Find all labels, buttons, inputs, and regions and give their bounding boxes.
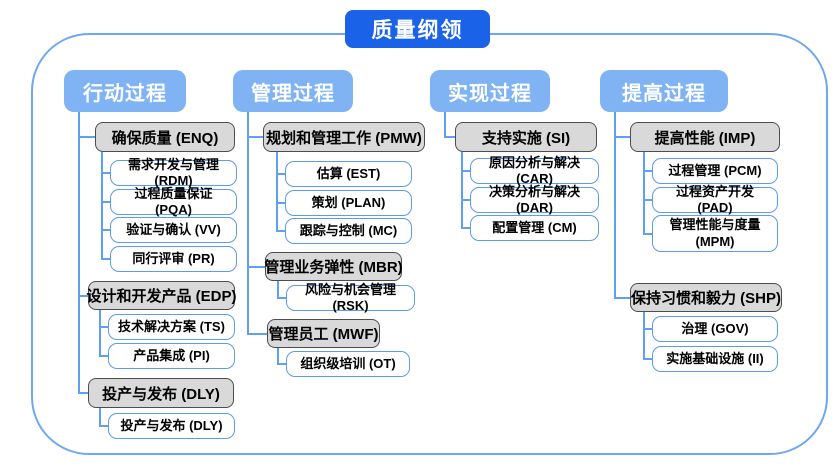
column-header-implementation-process: 实现过程 bbox=[430, 70, 550, 112]
column-action-process: 行动过程 确保质量 (ENQ) 需求开发与管理 (RDM) 过程质量保证 (PQ… bbox=[64, 0, 254, 469]
connector-line bbox=[78, 136, 95, 138]
connector-line bbox=[276, 202, 285, 204]
item-box-ts: 技术解决方案 (TS) bbox=[108, 314, 235, 340]
column-implementation-process: 实现过程 支持实施 (SI) 原因分析与解决 (CAR) 决策分析与解决 (DA… bbox=[430, 0, 605, 469]
item-box-rsk: 风险与机会管理 (RSK) bbox=[286, 282, 415, 313]
column-improvement-process: 提高过程 提高性能 (IMP) 过程管理 (PCM) 过程资产开发 (PAD) … bbox=[600, 0, 785, 469]
connector-line bbox=[247, 265, 265, 268]
column-management-process: 管理过程 规划和管理工作 (PMW) 估算 (EST) 策划 (PLAN) 跟踪… bbox=[233, 0, 428, 469]
group-box-dly: 投产与发布 (DLY) bbox=[88, 378, 234, 408]
group-box-mbr: 管理业务弹性 (MBR) bbox=[264, 252, 403, 281]
item-box-rdm: 需求开发与管理 (RDM) bbox=[110, 157, 237, 188]
item-box-plan: 策划 (PLAN) bbox=[285, 190, 412, 216]
connector-line bbox=[643, 358, 652, 360]
connector-line bbox=[461, 152, 463, 228]
group-box-imp: 提高性能 (IMP) bbox=[630, 122, 780, 152]
connector-line bbox=[99, 310, 101, 356]
connector-line bbox=[247, 136, 263, 138]
item-box-ot: 组织级培训 (OT) bbox=[286, 351, 410, 377]
item-box-cm: 配置管理 (CM) bbox=[470, 215, 599, 241]
item-box-car: 原因分析与解决 (CAR) bbox=[470, 155, 599, 186]
connector-line bbox=[78, 294, 88, 297]
item-box-pi: 产品集成 (PI) bbox=[108, 343, 235, 369]
connector-line bbox=[614, 112, 616, 298]
connector-line bbox=[276, 152, 278, 231]
connector-line bbox=[643, 328, 652, 330]
connector-line bbox=[78, 112, 80, 393]
connector-line bbox=[277, 297, 286, 299]
connector-line bbox=[276, 173, 285, 175]
diagram-title: 质量纲领 bbox=[345, 10, 490, 48]
item-box-pad: 过程资产开发 (PAD) bbox=[652, 184, 778, 215]
connector-line bbox=[99, 326, 108, 328]
column-header-management-process: 管理过程 bbox=[233, 70, 353, 112]
connector-line bbox=[99, 425, 108, 427]
connector-line bbox=[643, 232, 652, 235]
connector-line bbox=[99, 408, 101, 426]
connector-line bbox=[277, 348, 279, 364]
connector-line bbox=[101, 201, 110, 203]
item-box-ii: 实施基础设施 (II) bbox=[652, 346, 778, 372]
connector-line bbox=[99, 355, 108, 357]
connector-line bbox=[277, 363, 286, 365]
connector-line bbox=[277, 281, 279, 298]
connector-line bbox=[643, 170, 652, 172]
item-box-pcm: 过程管理 (PCM) bbox=[652, 158, 778, 184]
group-box-shp: 保持习惯和毅力 (SHP) bbox=[630, 283, 782, 312]
connector-line bbox=[247, 332, 267, 335]
connector-line bbox=[643, 312, 645, 359]
item-box-dar: 决策分析与解决 (DAR) bbox=[470, 184, 599, 215]
item-box-dly: 投产与发布 (DLY) bbox=[108, 413, 235, 439]
item-box-est: 估算 (EST) bbox=[285, 161, 412, 187]
connector-line bbox=[461, 227, 470, 229]
item-box-pqa: 过程质量保证 (PQA) bbox=[110, 186, 237, 217]
connector-line bbox=[101, 229, 110, 231]
item-box-vv: 验证与确认 (VV) bbox=[110, 217, 237, 243]
group-box-pmw: 规划和管理工作 (PMW) bbox=[263, 122, 425, 152]
column-header-improvement-process: 提高过程 bbox=[600, 70, 728, 112]
group-box-edp: 设计和开发产品 (EDP) bbox=[87, 281, 237, 310]
connector-line bbox=[444, 136, 455, 138]
connector-line bbox=[614, 136, 630, 138]
connector-line bbox=[461, 170, 470, 172]
connector-line bbox=[101, 152, 103, 259]
connector-line bbox=[276, 230, 285, 232]
connector-line bbox=[643, 199, 652, 201]
connector-line bbox=[614, 296, 630, 299]
item-box-mc: 跟踪与控制 (MC) bbox=[285, 218, 412, 244]
group-box-mwf: 管理员工 (MWF) bbox=[267, 319, 380, 348]
connector-line bbox=[444, 112, 446, 137]
item-box-gov: 治理 (GOV) bbox=[652, 316, 778, 342]
connector-line bbox=[101, 172, 110, 174]
connector-line bbox=[78, 392, 88, 394]
connector-line bbox=[101, 258, 110, 260]
connector-line bbox=[643, 152, 645, 234]
connector-line bbox=[461, 199, 470, 201]
group-box-si: 支持实施 (SI) bbox=[455, 122, 597, 152]
column-header-action-process: 行动过程 bbox=[64, 70, 186, 112]
item-box-pr: 同行评审 (PR) bbox=[110, 246, 237, 272]
group-box-enq: 确保质量 (ENQ) bbox=[95, 122, 235, 152]
item-box-mpm: 管理性能与度量 (MPM) bbox=[652, 215, 778, 252]
connector-line bbox=[247, 112, 249, 334]
